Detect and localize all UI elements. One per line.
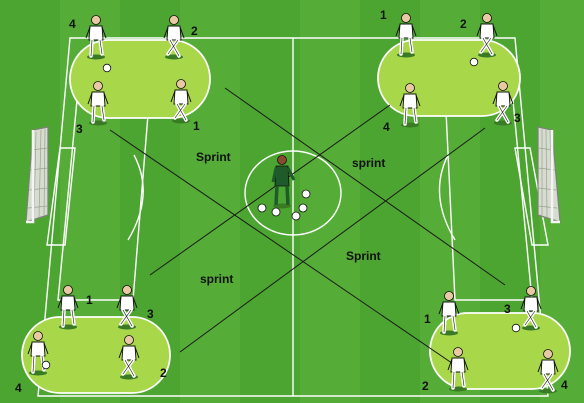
- player-number-label: 4: [69, 17, 76, 31]
- possession-zones: [21, 39, 571, 394]
- sprint-label-bottom-left: sprint: [200, 272, 234, 286]
- player-icon: [87, 81, 109, 126]
- player-number-label: 3: [504, 302, 511, 316]
- player-icon: [118, 335, 140, 380]
- player-icon: [170, 79, 192, 124]
- coach-icon: [271, 155, 296, 209]
- player-icon: [537, 349, 559, 394]
- player-icon: [399, 83, 421, 128]
- player-icon: [520, 286, 542, 331]
- player-icon: [163, 15, 185, 60]
- player-icon: [85, 15, 107, 60]
- player-icon: [57, 285, 79, 330]
- left-penalty-arc: [127, 154, 144, 241]
- player-number-label: 4: [383, 120, 390, 134]
- ball-icon: [469, 57, 479, 67]
- player-number-label: 1: [424, 312, 431, 326]
- sprint-line-top-left: [109, 129, 466, 373]
- sprint-label-top-left: Sprint: [196, 150, 231, 164]
- right-goal-icon: [537, 126, 561, 224]
- player-number-label: 1: [380, 8, 387, 22]
- ball-icon: [102, 63, 112, 73]
- player-number-label: 3: [514, 111, 521, 125]
- player-number-label: 3: [147, 307, 154, 321]
- player-icon: [447, 347, 469, 392]
- player-number-label: 2: [460, 17, 467, 31]
- sprint-lines: [109, 87, 506, 373]
- player-icon: [492, 81, 514, 126]
- sprint-label-top-right: sprint: [352, 156, 386, 170]
- ball-pile: [257, 189, 311, 221]
- player-icon: [116, 285, 138, 330]
- sprint-line-top-right: [224, 87, 506, 286]
- player-number-label: 3: [76, 122, 83, 136]
- player-number-label: 2: [422, 379, 429, 393]
- player-number-label: 4: [561, 378, 568, 392]
- player-number-label: 2: [191, 24, 198, 38]
- right-goal-area: [514, 147, 549, 246]
- player-icon: [395, 13, 417, 58]
- ball-icon: [41, 360, 51, 370]
- sprint-label-bottom-right: Sprint: [346, 249, 381, 263]
- player-icon: [27, 331, 49, 376]
- sprint-line-bottom-right: [179, 127, 486, 353]
- right-penalty-arc: [438, 154, 456, 241]
- ball-icon: [511, 323, 521, 333]
- left-goal-icon: [25, 126, 49, 224]
- player-number-label: 4: [15, 381, 22, 395]
- center-circle: [244, 150, 342, 236]
- touchline: [37, 37, 549, 397]
- player-number-label: 1: [193, 119, 200, 133]
- sprint-line-bottom-left: [149, 104, 391, 276]
- left-goal-area: [46, 147, 76, 246]
- player-icon: [476, 13, 498, 58]
- player-number-label: 2: [160, 366, 167, 380]
- player-number-label: 1: [86, 293, 93, 307]
- player-icon: [438, 291, 460, 336]
- players-layer: [27, 13, 559, 394]
